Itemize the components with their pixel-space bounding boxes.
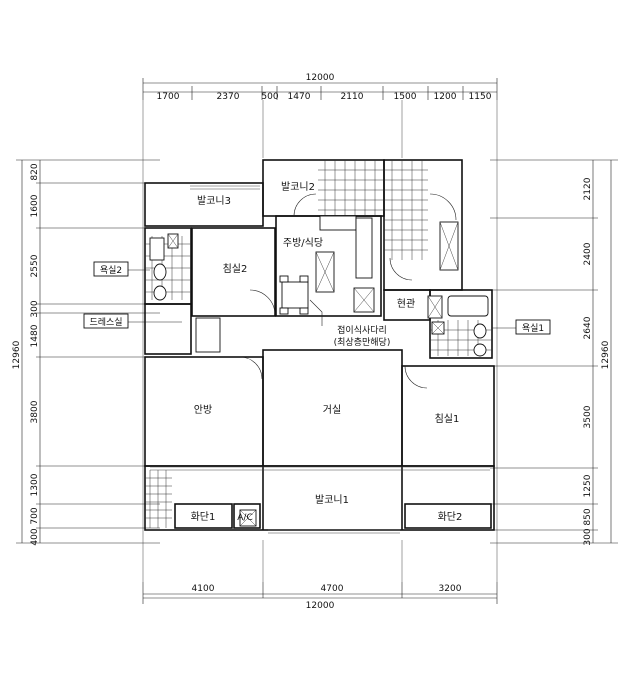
top-segment-label: 1470 (288, 92, 311, 102)
left-segment-label: 1600 (30, 194, 40, 217)
right-segment-label: 3500 (583, 405, 593, 428)
kitchen-sink-icon (319, 215, 357, 231)
room-label-living: 거실 (323, 404, 341, 416)
right-total-label: 12960 (601, 340, 611, 369)
right-segment-label: 300 (583, 528, 593, 545)
toilet-icon (153, 285, 167, 301)
right-segment-label: 2120 (583, 177, 593, 200)
door-swing-icon (404, 365, 428, 389)
room-label-entrance: 현관 (397, 298, 415, 310)
toilet-icon (473, 343, 487, 357)
left-dimension-chain: 12960 820 1600 2550 300 1480 3800 1300 7… (12, 159, 160, 546)
left-segment-label: 820 (30, 163, 40, 180)
top-segment-label: 1150 (469, 92, 492, 102)
left-segment-label: 2550 (30, 254, 40, 277)
label-box (83, 313, 129, 329)
left-segment-label: 400 (30, 528, 40, 545)
room-label-kitchen: 주방/식당 (283, 237, 323, 249)
bottom-segment-label: 3200 (439, 584, 462, 594)
right-dimension-chain: 12960 2120 2400 2640 3500 1250 850 300 (490, 159, 618, 546)
room-label-balcony1: 발코니1 (315, 494, 349, 506)
folding-ladder-note-line2: (최상층만해당) (334, 337, 391, 348)
grid-lines (142, 100, 498, 582)
kitchen-counter-icon (355, 217, 373, 279)
right-segment-label: 2640 (583, 316, 593, 339)
room-label-planter1: 화단1 (191, 511, 216, 523)
right-segment-label: 1250 (583, 474, 593, 497)
bottom-segment-label: 4700 (321, 584, 344, 594)
room-label-bathroom1: 욕실1 (522, 323, 544, 334)
door-swing-icon (249, 289, 276, 316)
top-total-label: 12000 (306, 73, 335, 83)
room-label-dressroom: 드레스실 (89, 317, 122, 328)
top-segment-label: 2370 (217, 92, 240, 102)
door-swing-icon (389, 257, 413, 281)
wardrobe-icon (195, 317, 221, 353)
room-label-planter2: 화단2 (438, 511, 463, 523)
top-segment-label: 1500 (394, 92, 417, 102)
room-label-balcony2: 발코니2 (281, 181, 315, 193)
top-dimension-chain: 12000 1700 2370 500 1470 2110 1500 1200 … (142, 73, 498, 102)
top-segment-label: 1700 (157, 92, 180, 102)
room-label-balcony3: 발코니3 (197, 195, 231, 207)
washbasin-icon (473, 323, 487, 339)
door-swing-icon (239, 356, 263, 380)
dining-table-icon (281, 281, 309, 309)
leader-line (309, 299, 323, 326)
bottom-total-label: 12000 (306, 601, 335, 611)
top-segment-label: 500 (261, 92, 278, 102)
top-segment-label: 1200 (434, 92, 457, 102)
room-label-bedroom2: 침실2 (223, 263, 248, 275)
walls (144, 159, 495, 531)
bottom-dimension-chain: 4100 4700 3200 12000 (142, 582, 498, 611)
left-segment-label: 700 (30, 507, 40, 524)
room-label-bedroom1: 침실1 (435, 413, 460, 425)
left-segment-label: 3800 (30, 400, 40, 423)
left-segment-label: 1480 (30, 324, 40, 347)
bottom-segment-label: 4100 (192, 584, 215, 594)
door-swing-icon (429, 193, 457, 221)
right-segment-label: 2400 (583, 242, 593, 265)
folding-ladder-note-line1: 접이식사다리 (337, 324, 387, 336)
left-segment-label: 300 (30, 300, 40, 317)
bathtub-icon (149, 237, 165, 261)
label-box (93, 261, 129, 277)
left-segment-label: 1300 (30, 473, 40, 496)
label-box (515, 319, 551, 335)
room-label-bathroom2: 욕실2 (100, 265, 122, 276)
room-label-master: 안방 (194, 404, 212, 416)
left-total-label: 12960 (12, 340, 22, 369)
room-labels: 발코니3 발코니2 주방/식당 침실2 욕실2 드레스실 안방 거실 침실1 현… (83, 181, 551, 523)
washbasin-icon (153, 263, 167, 281)
fixtures (128, 185, 516, 534)
right-segment-label: 850 (583, 508, 593, 525)
door-swing-icon (293, 193, 317, 217)
bathtub-icon (447, 295, 489, 317)
top-segment-label: 2110 (341, 92, 364, 102)
room-label-ac: A/C (237, 513, 252, 523)
